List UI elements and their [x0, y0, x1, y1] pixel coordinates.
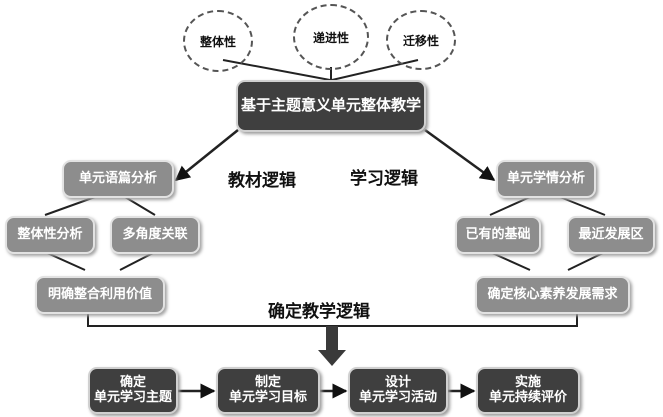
property-circle-transfer: 迁移性 [386, 10, 456, 70]
connector-left-subs-to-result [44, 251, 156, 271]
property-circle-integrity: 整体性 [183, 10, 253, 72]
step-4-box: 实施 单元持续评价 [476, 367, 580, 414]
property-label: 整体性 [199, 34, 236, 49]
connector-right-subs-to-result [489, 251, 606, 271]
step-3-box: 设计 单元学习活动 [348, 367, 448, 414]
step-line2: 单元持续评价 [488, 389, 567, 405]
step-line2: 单元学习活动 [358, 389, 437, 405]
teaching-logic-label: 确定教学逻辑 [268, 302, 370, 322]
right-branch-sub-existing: 已有的基础 [455, 216, 541, 254]
right-branch-head: 单元学情分析 [496, 160, 596, 198]
property-circle-progression: 递进性 [293, 4, 369, 70]
property-label: 递进性 [312, 30, 349, 45]
property-label: 迁移性 [402, 33, 439, 48]
arrow-to-left-branch [174, 129, 239, 181]
main-title: 基于主题意义单元整体教学 [240, 96, 421, 115]
textbook-logic-label: 教材逻辑 [228, 171, 296, 191]
learning-logic-label: 学习逻辑 [350, 169, 418, 189]
left-branch-result: 明确整合利用价值 [35, 276, 165, 314]
right-branch-sub-zpd: 最近发展区 [567, 216, 655, 254]
step-1-box: 确定 单元学习主题 [88, 367, 178, 414]
step-line1: 设计 [384, 374, 411, 390]
step-2-box: 制定 单元学习目标 [216, 367, 320, 414]
left-branch-sub-integrity: 整体性分析 [5, 216, 95, 254]
step-line2: 单元学习目标 [228, 389, 307, 405]
down-arrow-head [318, 350, 346, 366]
connector-right-head-to-subs [489, 196, 606, 216]
step-line1: 确定 [119, 374, 146, 390]
arrow-to-right-branch [424, 128, 496, 182]
main-title-box: 基于主题意义单元整体教学 [236, 80, 426, 132]
connector-left-head-to-subs [44, 196, 156, 216]
step-line2: 单元学习主题 [93, 389, 172, 405]
step-line1: 实施 [514, 374, 541, 390]
left-branch-head: 单元语篇分析 [62, 160, 174, 198]
step-line1: 制定 [254, 374, 281, 390]
left-branch-sub-multi-angle: 多角度关联 [110, 216, 200, 254]
right-branch-result: 确定核心素养发展需求 [475, 276, 630, 314]
